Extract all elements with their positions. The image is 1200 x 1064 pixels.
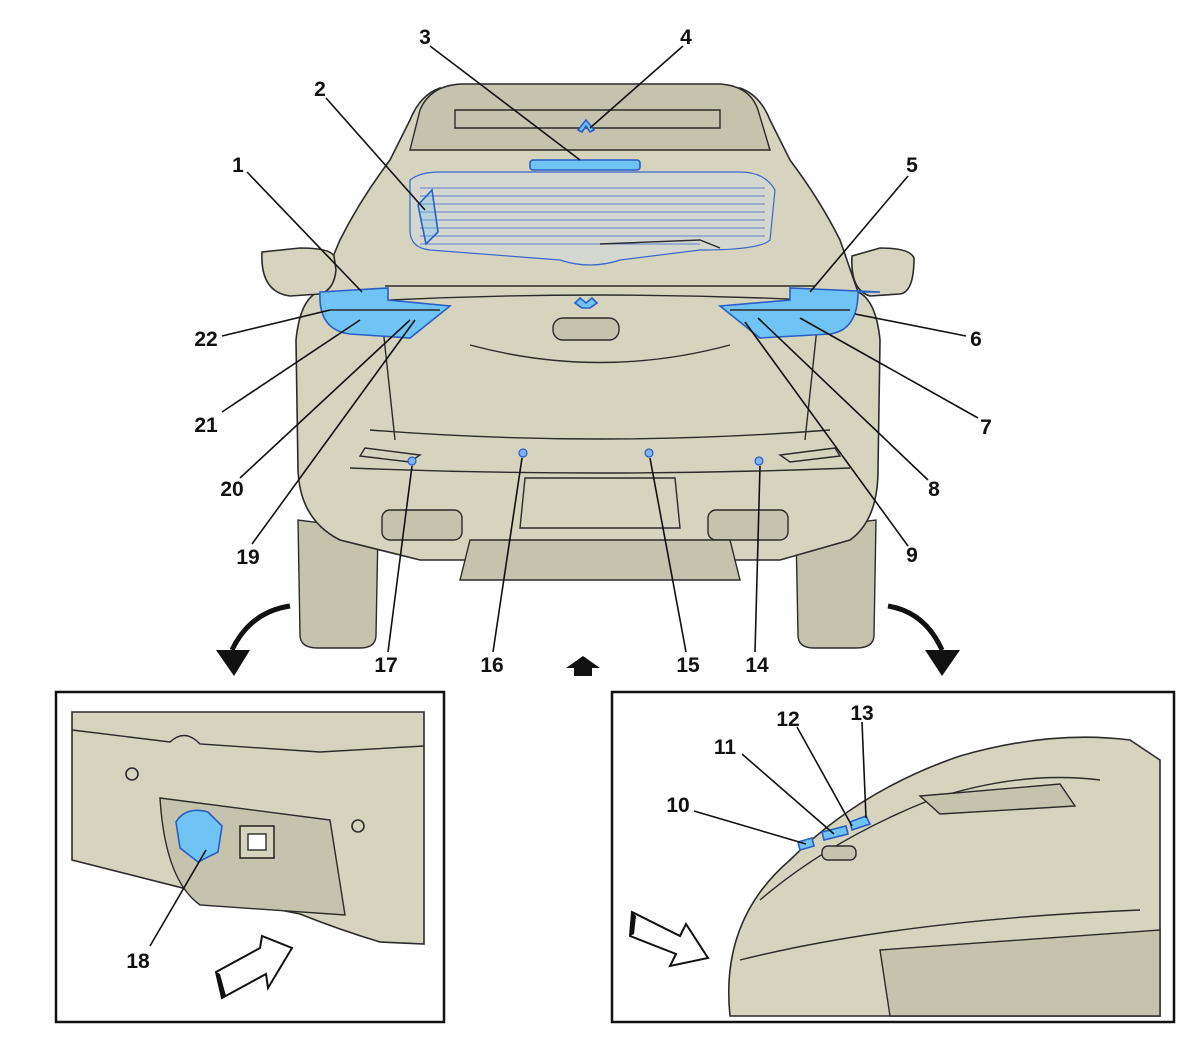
component-11: [821, 825, 849, 841]
callout-13: 13: [850, 702, 873, 725]
tail-lamp-closeup: [918, 783, 1077, 815]
leader-14: [754, 465, 761, 653]
park-sensor-15: [644, 448, 654, 458]
left-wiper-component: [417, 188, 439, 246]
callout-18: 18: [126, 950, 150, 973]
callout-4: 4: [680, 26, 692, 49]
sensor-hole-left: [125, 767, 139, 781]
callout-7: 7: [980, 416, 992, 439]
leader-8: [757, 317, 929, 481]
roof-mounted-component: [576, 118, 596, 134]
leader-9: [744, 321, 909, 547]
callout-20: 20: [220, 478, 243, 501]
callout-21: 21: [194, 414, 218, 437]
high-mount-stop-lamp: [529, 159, 641, 171]
leader-16: [492, 457, 523, 653]
left-exhaust-tip: [381, 509, 463, 541]
license-area-curve: [469, 344, 731, 364]
leader-22: [221, 309, 331, 337]
callout-12: 12: [776, 708, 799, 731]
leader-1: [246, 171, 363, 293]
leader-3: [429, 45, 581, 161]
roof-spoiler: [409, 83, 771, 151]
bumper-crease-closeup: [71, 729, 425, 753]
right-rear-tire: [795, 519, 877, 649]
defroster-grid-lines: [420, 187, 765, 245]
callout-labels: 1 2 3 4 5 6 7 8 9 10 11 12 13 14 15 16 1…: [126, 26, 992, 973]
leader-21: [221, 319, 361, 413]
rear-emblem-camera: [573, 296, 599, 309]
leader-18: [149, 849, 207, 947]
callout-5: 5: [906, 154, 918, 177]
callout-9: 9: [906, 544, 918, 567]
bumper-line-closeup: [739, 909, 1141, 961]
callout-22: 22: [194, 328, 217, 351]
leader-17: [387, 465, 413, 653]
leader-2: [325, 97, 426, 211]
callout-17: 17: [374, 654, 397, 677]
leader-6: [854, 313, 967, 337]
trailer-connector: [175, 809, 223, 863]
vehicle-rear-view: [261, 83, 915, 649]
license-plate-recess: [519, 477, 681, 529]
right-reflector: [778, 447, 842, 463]
rear-wiper: [599, 239, 721, 249]
view-direction-arrow-shadow-right: [630, 912, 636, 936]
spoiler-slot: [454, 109, 721, 129]
right-side-mirror: [851, 247, 915, 297]
right-exhaust-tip: [707, 509, 789, 541]
callout-6: 6: [970, 328, 982, 351]
curved-arrow-head-left: [216, 650, 250, 676]
view-direction-arrow-icon-left: [214, 934, 294, 1000]
leader-5: [809, 175, 909, 293]
left-side-mirror: [261, 247, 337, 297]
callout-16: 16: [480, 654, 503, 677]
handle-closeup: [821, 845, 857, 861]
curved-arrow-head-right: [925, 650, 960, 676]
leader-13: [861, 721, 867, 819]
park-sensor-16: [518, 448, 528, 458]
liftgate-crease: [389, 294, 811, 301]
rear-window: [409, 171, 776, 266]
callout-3: 3: [419, 26, 431, 49]
bumper-mid-line: [349, 467, 851, 474]
callout-14: 14: [745, 654, 769, 677]
park-sensor-14: [754, 456, 764, 466]
callout-11: 11: [714, 736, 737, 759]
leader-4: [589, 45, 684, 129]
callout-1: 1: [232, 154, 244, 177]
forward-arrow-icon: [566, 656, 600, 676]
left-inset-trailer-hitch-view: [71, 711, 425, 945]
sensor-hole-right: [351, 819, 365, 833]
view-direction-arrow-icon-right: [628, 910, 710, 968]
leader-10: [693, 810, 807, 845]
right-inset-liftgate-view: [727, 736, 1161, 1017]
park-sensor-17: [407, 456, 417, 466]
underbody-heat-shield: [459, 539, 741, 581]
callout-19: 19: [236, 546, 259, 569]
curved-arrow-icon-left: [229, 603, 291, 652]
leader-11: [741, 753, 835, 835]
bumper-top-line: [369, 429, 831, 440]
callout-2: 2: [314, 78, 326, 101]
callout-8: 8: [928, 478, 940, 501]
hitch-receiver-opening: [247, 833, 267, 851]
right-tail-lamp: [717, 287, 881, 339]
component-12-13: [849, 814, 872, 832]
view-direction-arrow-shadow-left: [216, 972, 226, 998]
left-rear-tire: [297, 519, 379, 649]
leader-12: [796, 726, 853, 827]
leader-15: [649, 457, 687, 653]
leader-19: [251, 319, 416, 545]
curved-arrow-icon-right: [887, 603, 945, 652]
license-lamp-handle: [552, 317, 620, 341]
underbody-closeup: [879, 929, 1161, 1017]
leader-20: [239, 319, 411, 479]
leader-lines: [149, 45, 979, 947]
leader-7: [799, 317, 979, 419]
callout-15: 15: [676, 654, 700, 677]
callout-10: 10: [666, 794, 689, 817]
